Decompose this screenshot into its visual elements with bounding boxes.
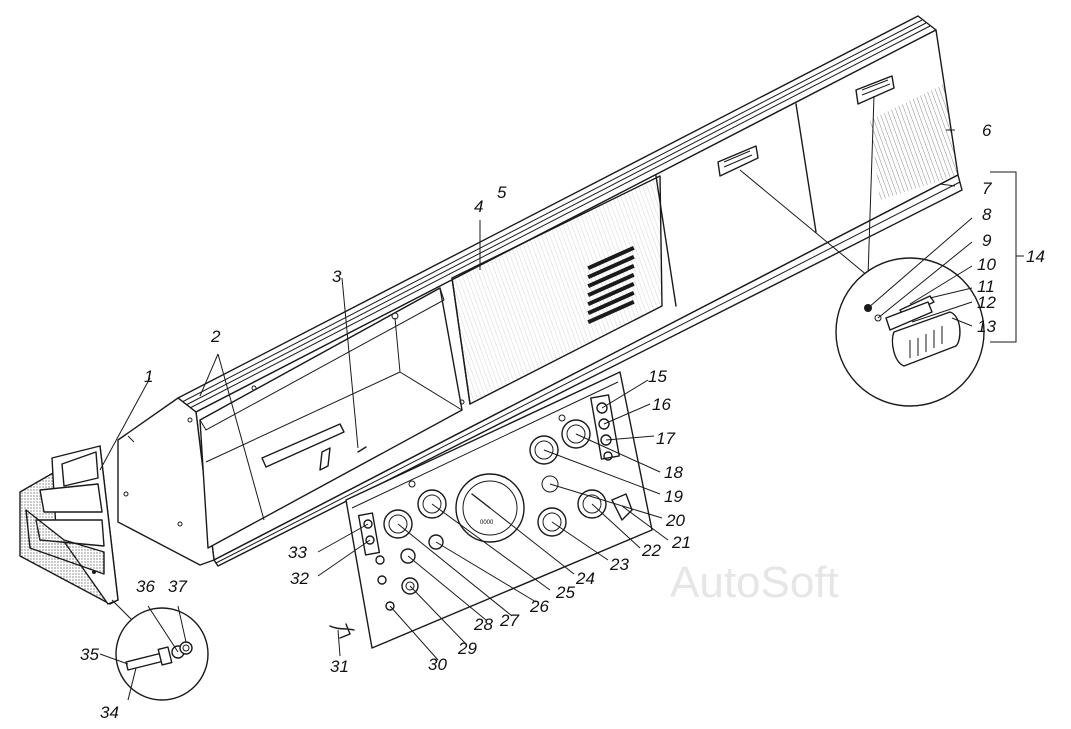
bolt-detail xyxy=(115,607,209,701)
callout-4: 4 xyxy=(474,197,483,216)
callout-34: 34 xyxy=(100,703,119,722)
callout-12: 12 xyxy=(977,293,996,312)
callout-26: 26 xyxy=(529,597,549,616)
callout-24: 24 xyxy=(575,569,595,588)
callout-28: 28 xyxy=(473,615,493,634)
callout-31: 31 xyxy=(330,657,349,676)
callout-10: 10 xyxy=(977,255,996,274)
callout-17: 17 xyxy=(656,429,675,448)
callout-labels: 1 2 3 4 5 6 7 8 9 10 11 12 13 14 15 16 1… xyxy=(80,121,1045,722)
callout-19: 19 xyxy=(664,487,683,506)
watermark-text: AutoSoft xyxy=(670,558,839,607)
callout-2: 2 xyxy=(210,327,221,346)
callout-18: 18 xyxy=(664,463,683,482)
callout-29: 29 xyxy=(457,639,477,658)
callout-9: 9 xyxy=(982,231,992,250)
leader-lines xyxy=(99,129,1024,701)
callout-6: 6 xyxy=(982,121,992,140)
emblem-fastener-detail xyxy=(835,257,985,407)
emblem xyxy=(717,75,895,177)
callout-25: 25 xyxy=(555,583,575,602)
callout-33: 33 xyxy=(288,543,307,562)
dashboard-housing xyxy=(117,15,963,567)
callout-27: 27 xyxy=(499,611,519,630)
callout-8: 8 xyxy=(982,205,992,224)
instrument-cluster-panel: 0000 xyxy=(329,371,653,649)
svg-text:0000: 0000 xyxy=(480,520,494,526)
callout-36: 36 xyxy=(136,577,155,596)
side-trim-panel xyxy=(19,445,119,605)
callout-30: 30 xyxy=(428,655,447,674)
callout-11: 11 xyxy=(977,277,995,296)
callout-32: 32 xyxy=(290,569,309,588)
callout-35: 35 xyxy=(80,645,99,664)
callout-14: 14 xyxy=(1026,247,1045,266)
callout-16: 16 xyxy=(652,395,671,414)
callout-21: 21 xyxy=(671,533,691,552)
callout-13: 13 xyxy=(977,317,996,336)
callout-5: 5 xyxy=(497,183,507,202)
vent-slots xyxy=(587,246,635,324)
callout-37: 37 xyxy=(168,577,187,596)
callout-23: 23 xyxy=(609,555,629,574)
callout-7: 7 xyxy=(982,179,992,198)
callout-1: 1 xyxy=(144,367,153,386)
callout-3: 3 xyxy=(332,267,342,286)
callout-20: 20 xyxy=(665,511,685,530)
callout-15: 15 xyxy=(648,367,667,386)
callout-22: 22 xyxy=(641,541,661,560)
